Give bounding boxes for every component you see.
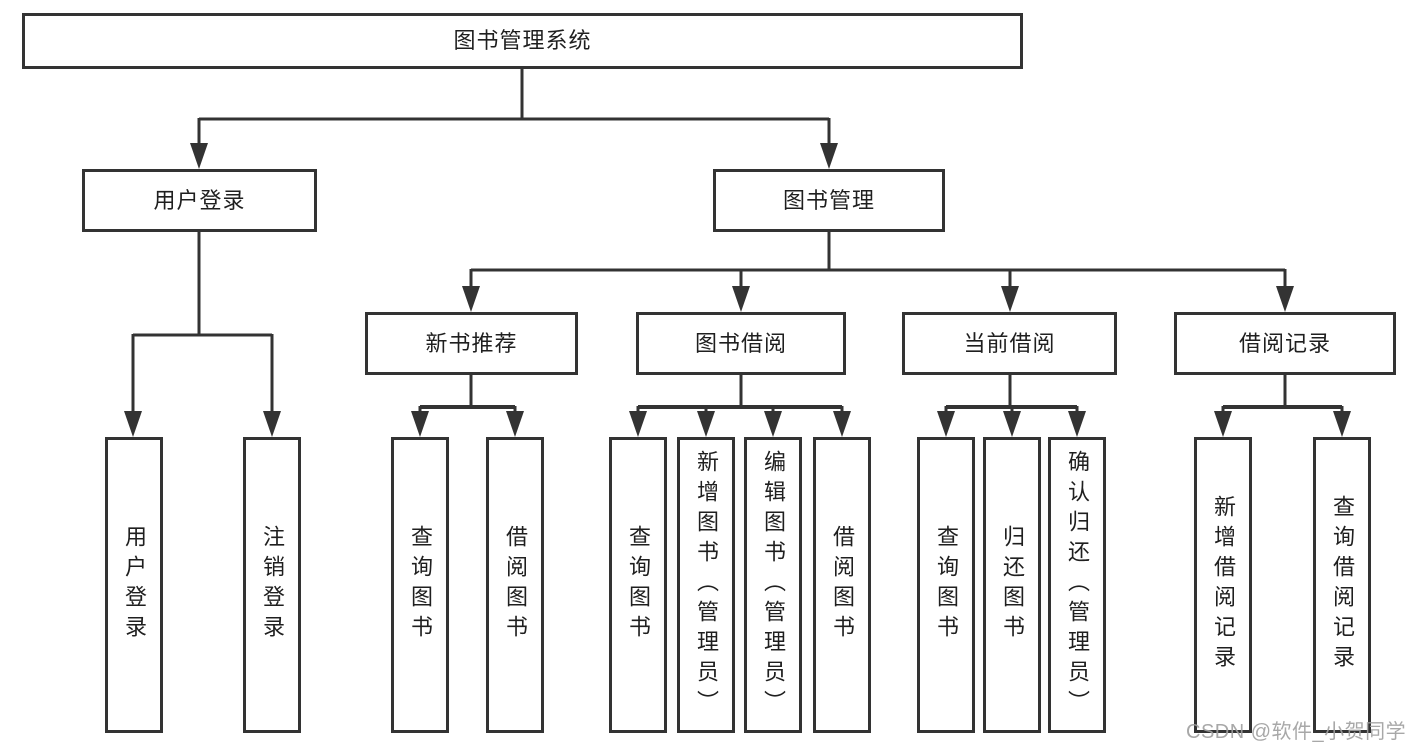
node-book-management: 图书管理: [713, 169, 945, 232]
leaf-borrow-books: 借阅图书: [813, 437, 871, 733]
leaf-add-borrow-record: 新增借阅记录: [1194, 437, 1252, 733]
leaf-return-books-label: 归还图书: [1000, 525, 1025, 645]
node-borrow-records: 借阅记录: [1174, 312, 1396, 375]
node-book-management-label: 图书管理: [782, 187, 875, 213]
node-book-borrow: 图书借阅: [636, 312, 846, 375]
leaf-query-borrow-record-label: 查询借阅记录: [1330, 495, 1355, 675]
node-user-login: 用户登录: [82, 169, 317, 232]
leaf-edit-books-admin: 编辑图书（管理员）: [744, 437, 802, 733]
node-current-borrow: 当前借阅: [902, 312, 1117, 375]
leaf-recommend-borrow-books: 借阅图书: [486, 437, 544, 733]
leaf-confirm-return-admin-label: 确认归还（管理员）: [1065, 450, 1090, 720]
leaf-add-books-admin: 新增图书（管理员）: [677, 437, 735, 733]
leaf-recommend-query-books-label: 查询图书: [408, 525, 433, 645]
leaf-user-login-label: 用户登录: [122, 525, 147, 645]
node-current-borrow-label: 当前借阅: [963, 330, 1056, 356]
node-root: 图书管理系统: [22, 13, 1023, 69]
node-user-login-label: 用户登录: [153, 187, 246, 213]
leaf-query-borrow-record: 查询借阅记录: [1313, 437, 1371, 733]
leaf-add-borrow-record-label: 新增借阅记录: [1211, 495, 1236, 675]
leaf-borrow-books-label: 借阅图书: [830, 525, 855, 645]
leaf-user-login: 用户登录: [105, 437, 163, 733]
leaf-borrow-query-books: 查询图书: [609, 437, 667, 733]
leaf-recommend-query-books: 查询图书: [391, 437, 449, 733]
leaf-edit-books-admin-label: 编辑图书（管理员）: [761, 450, 786, 720]
node-borrow-records-label: 借阅记录: [1238, 330, 1331, 356]
node-book-borrow-label: 图书借阅: [694, 330, 787, 356]
leaf-current-query-books: 查询图书: [917, 437, 975, 733]
leaf-logout-label: 注销登录: [260, 525, 285, 645]
node-new-book-recommend-label: 新书推荐: [425, 330, 518, 356]
leaf-recommend-borrow-books-label: 借阅图书: [503, 525, 528, 645]
leaf-current-query-books-label: 查询图书: [934, 525, 959, 645]
leaf-confirm-return-admin: 确认归还（管理员）: [1048, 437, 1106, 733]
node-root-label: 图书管理系统: [453, 28, 592, 53]
leaf-logout: 注销登录: [243, 437, 301, 733]
node-new-book-recommend: 新书推荐: [365, 312, 578, 375]
leaf-borrow-query-books-label: 查询图书: [626, 525, 651, 645]
leaf-return-books: 归还图书: [983, 437, 1041, 733]
csdn-watermark: CSDN @软件_小贺同学: [1186, 721, 1405, 743]
leaf-add-books-admin-label: 新增图书（管理员）: [694, 450, 719, 720]
